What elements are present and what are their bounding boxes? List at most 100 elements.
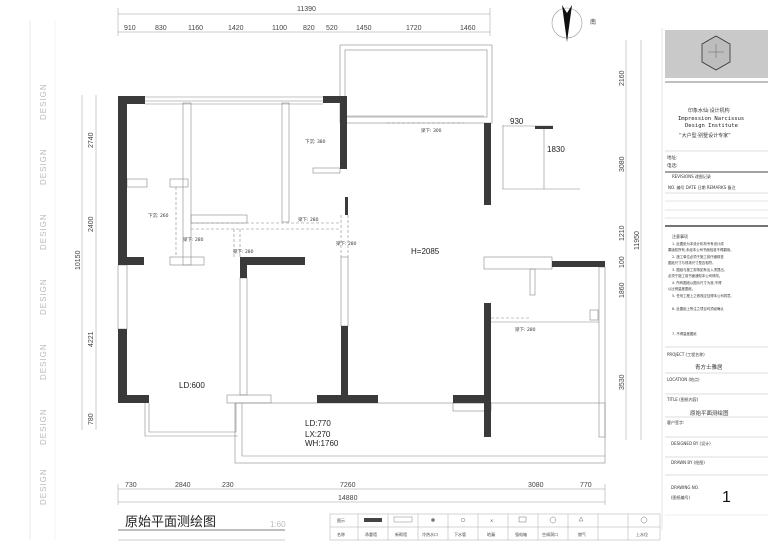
text-label: 1450 <box>356 25 372 32</box>
north-arrow-icon: 南 <box>551 5 596 42</box>
text-label: 2840 <box>175 482 191 489</box>
company-name-cn: 印象水仙·设计机构 <box>688 107 730 114</box>
text-label: 7260 <box>340 482 356 489</box>
text-label: 强电箱 <box>515 531 527 537</box>
dim-right-total: 11950 <box>634 231 641 250</box>
text-label: 2. 施工单位必须于施工前仔细核查 <box>672 254 724 259</box>
text-label: 230 <box>222 482 234 489</box>
label-sink-380: 下沉: 380 <box>305 138 326 145</box>
label-beam: 梁下: 280 <box>183 236 204 243</box>
project-label: PROJECT (工程名称) <box>667 351 705 357</box>
text-label: 地漏 <box>487 531 495 537</box>
watermark-text: DESIGN <box>39 278 48 315</box>
text-label: 780 <box>88 413 95 425</box>
watermark-text: DESIGN <box>39 468 48 505</box>
text-label: 下水管 <box>454 531 466 537</box>
text-label: 冷热水口 <box>422 531 438 537</box>
legend-table <box>329 513 661 541</box>
text-label: 1420 <box>228 25 244 32</box>
text-label: 910 <box>124 25 136 32</box>
label-sink-260: 下沉: 260 <box>148 212 169 219</box>
text-label: 1860 <box>619 282 626 298</box>
text-label: 5. 任何工程上之修改应征得本公司同意。 <box>672 293 734 298</box>
label-beam: 梁下: 280 <box>233 248 254 255</box>
revisions-header: NO. 编号 DATE 日期 REMARKS 备注 <box>668 184 735 190</box>
electric-box-icon <box>518 516 527 523</box>
text-label: 7. 不得量度图纸 <box>672 331 697 336</box>
text-label: 1160 <box>188 25 203 32</box>
water-point-icon <box>431 518 435 522</box>
text-label: 830 <box>155 25 167 32</box>
drawing-no-cn-label: (图纸编号) <box>671 494 691 500</box>
text-label: 520 <box>326 25 338 32</box>
label-beam-right: 梁下: 280 <box>515 326 536 333</box>
water-supply-icon <box>640 516 648 524</box>
logo-icon <box>701 35 731 71</box>
text-label: 新砌墙 <box>395 531 407 537</box>
company-name-en1: Impression Narcissus <box>678 116 744 122</box>
title-value: 原始平面测绘图 <box>690 409 729 417</box>
legend-labels: 图示 名称 承重墙 新砌墙 冷热水口 下水管 地漏 强电箱 空调洞口 燃气 上水… <box>337 517 648 537</box>
bottom-dimension-lines <box>117 484 606 505</box>
text-label: 3530 <box>619 374 626 390</box>
dim-left-segments: 2740 2400 4221 780 10150 <box>75 132 95 425</box>
watermark-text: DESIGN <box>39 408 48 445</box>
left-dimension-lines <box>81 95 97 430</box>
text-label: 730 <box>125 482 137 489</box>
top-dimensions <box>117 8 491 36</box>
text-label: 果版权所有,未经本公司书面批准不得翻用。 <box>668 247 734 252</box>
text-label: 上水位 <box>636 531 648 537</box>
watermark-text: DESIGN <box>39 343 48 380</box>
label-930: 930 <box>510 117 524 126</box>
revisions-label: REVISIONS 改图记录 <box>672 173 711 179</box>
text-label: 名称 <box>337 531 345 537</box>
text-label: 4221 <box>88 331 95 347</box>
right-dimension-lines <box>625 40 642 440</box>
floor-drain-icon: × <box>490 518 493 523</box>
text-label: 必须于施工前书面通知本公司修改。 <box>668 273 722 278</box>
label-ld600: LD:600 <box>179 381 205 390</box>
watermark-text: DESIGN <box>39 213 48 250</box>
text-label: 1100 <box>272 25 287 32</box>
label-1830: 1830 <box>547 145 565 154</box>
notes-title: 注意事项 <box>672 233 688 239</box>
drawing-scale: 1:60 <box>270 520 286 529</box>
gas-icon <box>578 516 584 522</box>
text-label: 1720 <box>406 25 422 32</box>
text-label: 6. 此图纸上所注之项目均须经确认 <box>672 306 724 311</box>
label-wh1760: WH:1760 <box>305 439 339 448</box>
dim-bottom-total: 14880 <box>338 495 358 502</box>
text-label: 3080 <box>619 156 626 172</box>
text-label: 承重墙 <box>365 531 377 537</box>
text-label: 100 <box>619 256 626 268</box>
new-wall-icon <box>393 516 413 523</box>
label-ceiling-height: H=2085 <box>411 247 440 256</box>
address-label: 地址: <box>667 154 678 161</box>
company-name-en2: Design Institute <box>685 123 738 129</box>
watermark-text: DESIGN <box>39 148 48 185</box>
legend-symbols: × <box>364 516 648 524</box>
title-label: TITLE (图纸内容) <box>666 396 699 402</box>
text-label: 图纸尺寸与现场尺寸是否相符。 <box>668 260 715 265</box>
text-label: 2400 <box>88 216 95 232</box>
label-beam: 梁下: 280 <box>298 216 319 223</box>
drawing-no-label: DRAWING NO. <box>671 485 699 490</box>
bearing-wall-icon <box>364 518 382 522</box>
dim-top-segments: 910 830 1160 1420 1100 820 520 1450 1720… <box>124 25 476 32</box>
bearing-walls <box>118 96 605 437</box>
text-label: 3080 <box>528 482 544 489</box>
drawing-number: 1 <box>722 489 731 506</box>
label-beam: 梁下: 280 <box>336 240 357 247</box>
text-label: 燃气 <box>578 531 586 537</box>
text-label: 1. 此图纸为本设计机构专有设计成 <box>672 241 724 246</box>
text-label: 以比例量度图纸。 <box>668 286 695 291</box>
dim-bottom-segments: 730 2840 230 7260 3080 770 <box>125 482 592 489</box>
project-value: 青方士雅居 <box>695 363 723 371</box>
notes-list: 1. 此图纸为本设计机构专有设计成 果版权所有,未经本公司书面批准不得翻用。 2… <box>668 241 734 336</box>
text-label: 820 <box>303 25 315 32</box>
client-sign-label: 客户签字: <box>667 419 684 425</box>
dim-top-total: 11390 <box>297 6 316 13</box>
watermark-text: DESIGN <box>39 83 48 120</box>
title-block: 印象水仙·设计机构 Impression Narcissus Design In… <box>661 28 768 530</box>
